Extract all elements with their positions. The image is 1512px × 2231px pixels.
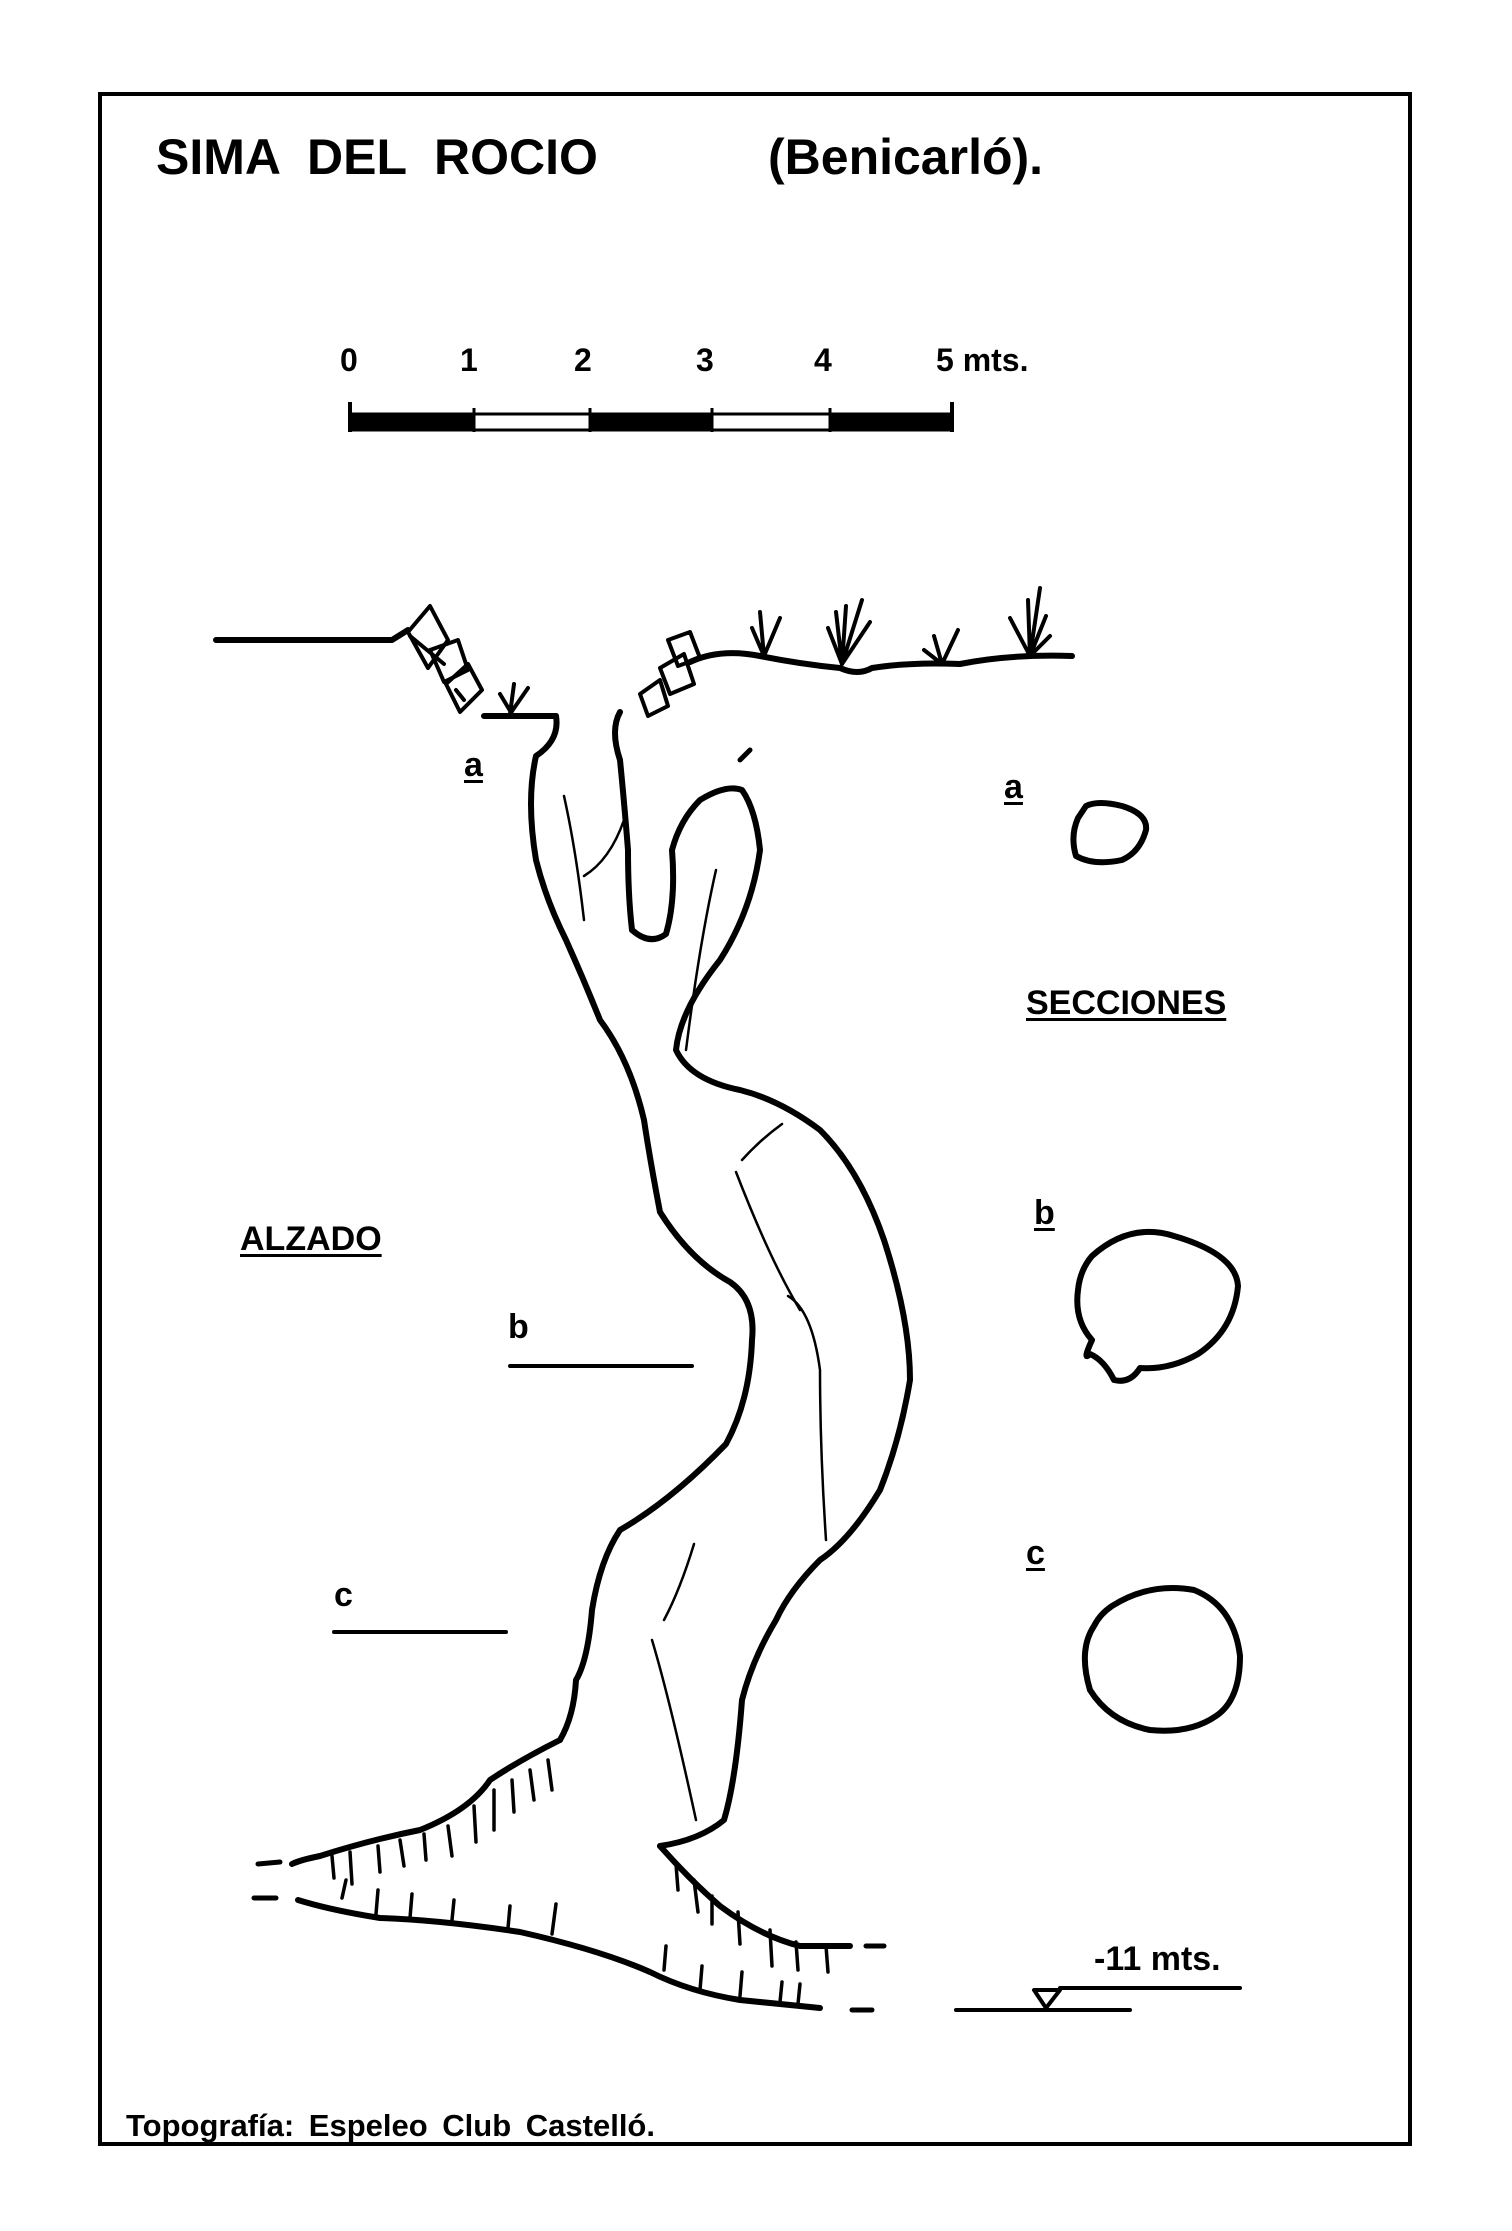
profile-section-b-label: b	[508, 1308, 529, 1346]
ground-surface-right	[687, 650, 1075, 675]
rock-hatching	[330, 1758, 830, 2006]
profile-section-a-label: a	[464, 746, 483, 784]
cave-inner-lobe	[629, 785, 913, 1849]
chamber-ceiling-left	[289, 1737, 563, 1867]
floor-dash-right	[849, 1943, 887, 2013]
scale-bar	[348, 402, 954, 432]
grass-tufts	[498, 586, 1052, 716]
cross-section-b-label: b	[1034, 1194, 1055, 1232]
scale-tick-1: 1	[460, 342, 478, 378]
cross-section-a-label: a	[1004, 768, 1023, 806]
profile-section-c-label: c	[334, 1576, 353, 1614]
survey-credit: Topografía: Espeleo Club Castelló.	[126, 2108, 655, 2143]
scale-tick-3: 3	[696, 342, 714, 378]
ceiling-mark	[737, 747, 753, 763]
scale-tick-5: 5 mts.	[936, 342, 1029, 378]
chamber-floor	[295, 1897, 823, 2011]
cave-wall-left	[481, 713, 756, 1743]
scale-tick-4: 4	[814, 342, 832, 378]
floor-dash-left	[251, 1859, 283, 1901]
ground-surface-left	[213, 627, 411, 643]
chamber-ceiling-right	[657, 1843, 853, 1949]
cross-section-c-shape	[1081, 1585, 1243, 1734]
depth-marker-label: -11 mts.	[1094, 1940, 1221, 1978]
cave-wall-right	[612, 709, 635, 933]
elevation-label: ALZADO	[240, 1220, 382, 1258]
cross-section-c-label: c	[1026, 1534, 1045, 1572]
cave-interior-lines	[562, 794, 828, 1822]
cave-title: SIMA DEL ROCIO	[156, 129, 598, 185]
entrance-blocks-left	[406, 604, 484, 714]
sections-label: SECCIONES	[1026, 984, 1227, 1022]
scale-tick-2: 2	[574, 342, 592, 378]
cross-section-b-shape	[1074, 1228, 1241, 1384]
cave-location: (Benicarló).	[768, 129, 1044, 185]
depth-marker-triangle	[1032, 1988, 1062, 2010]
map-frame	[98, 92, 1412, 2146]
scale-tick-0: 0	[340, 342, 358, 378]
cross-section-a-shape	[1070, 800, 1150, 866]
entrance-blocks-right	[638, 630, 702, 718]
